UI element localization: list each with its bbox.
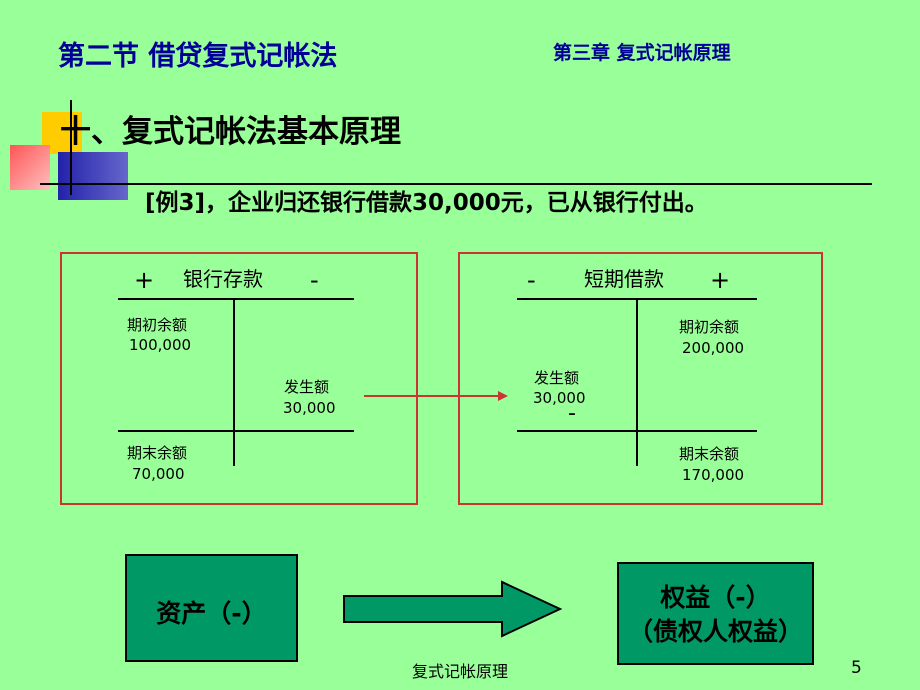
assets-decrease-label: 资产（-）: [156, 599, 267, 628]
right-movement-sign: -: [568, 401, 576, 426]
left-account-credit-sign: -: [310, 266, 319, 294]
right-account-divider: [636, 298, 638, 466]
left-account-debit-sign: +: [134, 266, 155, 294]
right-account-title: 短期借款: [584, 267, 664, 291]
slide-heading: 十、复式记帐法基本原理: [60, 114, 401, 150]
left-account-bottom-rule: [118, 430, 354, 432]
left-movement-value: 30,000: [283, 399, 336, 417]
page-number: 5: [851, 658, 862, 678]
left-account-divider: [233, 298, 235, 466]
right-closing-value: 170,000: [682, 466, 745, 484]
creditor-equity-label: （债权人权益）: [627, 617, 803, 646]
bank-deposit-account-frame: [60, 252, 418, 505]
right-movement-value: 30,000: [533, 389, 586, 407]
assets-decrease-box: 资产（-）: [125, 554, 298, 662]
footer-title: 复式记帐原理: [411, 662, 508, 681]
left-opening-label: 期初余额: [127, 316, 188, 334]
decorative-red-square: [10, 145, 50, 190]
left-closing-label: 期末余额: [127, 444, 188, 462]
right-account-debit-sign: -: [527, 266, 536, 294]
left-account-top-rule: [118, 298, 354, 300]
left-opening-value: 100,000: [129, 336, 192, 354]
equity-decrease-box: 权益（-） （债权人权益）: [617, 562, 814, 665]
equity-decrease-label: 权益（-）: [660, 583, 771, 612]
decorative-vertical-line: [70, 100, 72, 195]
chapter-title: 第三章 复式记帐原理: [553, 42, 731, 64]
left-closing-value: 70,000: [132, 465, 185, 483]
big-arrow: [343, 580, 563, 638]
decorative-horizontal-line: [40, 183, 872, 185]
left-account-title: 银行存款: [183, 267, 263, 291]
right-movement-label: 发生额: [534, 369, 580, 387]
right-account-credit-sign: +: [710, 266, 731, 294]
decorative-blue-square: [58, 152, 128, 200]
right-opening-value: 200,000: [682, 339, 745, 357]
short-term-loan-account-frame: [458, 252, 823, 505]
right-account-bottom-rule: [517, 430, 757, 432]
transfer-arrow: [364, 391, 508, 401]
right-closing-label: 期末余额: [679, 445, 740, 463]
section-title: 第二节 借贷复式记帐法: [58, 41, 338, 72]
right-opening-label: 期初余额: [679, 318, 740, 336]
left-movement-label: 发生额: [284, 378, 330, 396]
example-text: [例3]，企业归还银行借款30,000元，已从银行付出。: [145, 190, 708, 216]
